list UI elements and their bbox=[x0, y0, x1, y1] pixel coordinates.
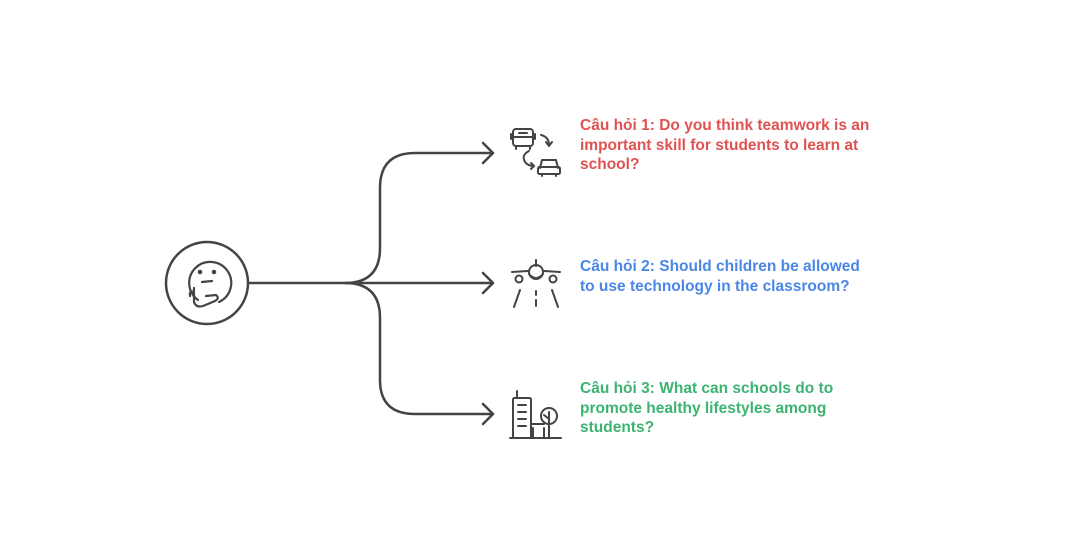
airplane-runway-icon bbox=[511, 259, 561, 308]
thinking-face-icon bbox=[188, 260, 233, 308]
city-building-tree-icon bbox=[509, 390, 562, 439]
connector-branch-1 bbox=[343, 151, 495, 285]
arrowhead-2 bbox=[481, 271, 495, 295]
hub-node bbox=[164, 240, 250, 326]
arrowhead-1 bbox=[481, 141, 495, 165]
question-2-text: Câu hỏi 2: Should children be allowed to… bbox=[580, 258, 860, 295]
bus-car-swap-icon bbox=[510, 128, 561, 177]
question-3-text: Câu hỏi 3: What can schools do to promot… bbox=[580, 380, 834, 436]
question-1-text: Câu hỏi 1: Do you think teamwork is an i… bbox=[580, 117, 870, 173]
connector-lines bbox=[247, 141, 495, 426]
connector-branch-3 bbox=[343, 281, 495, 416]
arrowhead-3 bbox=[481, 402, 495, 426]
